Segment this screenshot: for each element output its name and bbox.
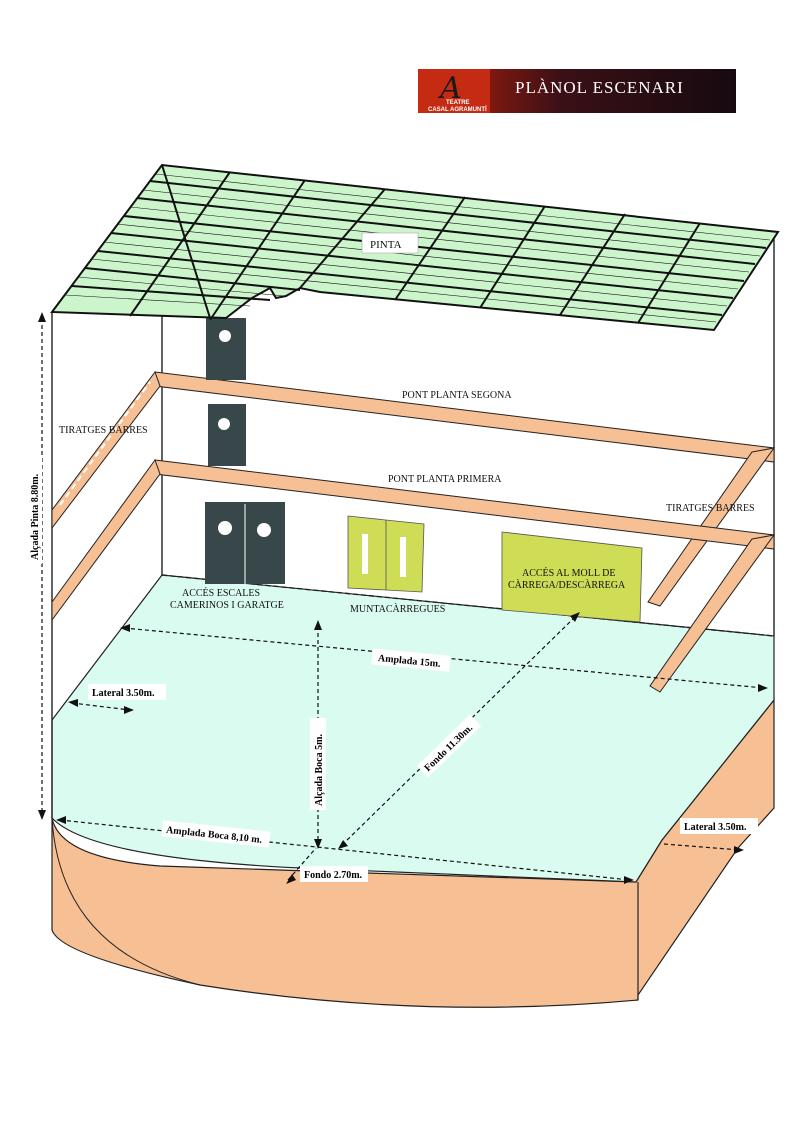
tiratges-bar-left bbox=[59, 381, 151, 506]
label-bridge-first: PONT PLANTA PRIMERA bbox=[388, 474, 502, 485]
label-access-stairs-1: ACCÉS ESCALES bbox=[182, 587, 260, 599]
freight-lift-doors bbox=[347, 515, 425, 593]
label-pinta: PINTA bbox=[370, 239, 402, 251]
grid-pinta: PINTA bbox=[50, 163, 780, 332]
label-tiratges-left: TIRATGES BARRES bbox=[59, 425, 148, 436]
logo-line-casal: CASAL AGRAMUNTÍ bbox=[428, 105, 487, 113]
dim-lateral-left: Lateral 3.50m. bbox=[88, 684, 166, 700]
loading-dock-access bbox=[501, 531, 643, 623]
header-banner: A TEATRE CASAL AGRAMUNTÍ PLÀNOL ESCENARI bbox=[418, 69, 736, 113]
label-tiratges-right: TIRATGES BARRES bbox=[666, 503, 755, 514]
dim-text-lateral-left: Lateral 3.50m. bbox=[92, 688, 155, 699]
dim-alcada-pinta: Alçada Pinta 8.80m. bbox=[26, 456, 42, 564]
dim-text-fondo-proscenium: Fondo 2.70m. bbox=[304, 870, 363, 881]
dim-alcada-boca: Alçada Boca 5m. bbox=[310, 718, 326, 810]
label-loading-dock-2: CÀRREGA/DESCÀRREGA bbox=[508, 579, 626, 591]
dim-text-alcada-pinta: Alçada Pinta 8.80m. bbox=[30, 473, 41, 560]
dim-fondo-proscenium: Fondo 2.70m. bbox=[300, 866, 368, 882]
label-bridge-second: PONT PLANTA SEGONA bbox=[402, 390, 512, 401]
dim-text-lateral-right: Lateral 3.50m. bbox=[684, 822, 747, 833]
apron-front bbox=[51, 698, 775, 1008]
stage-floor bbox=[51, 574, 775, 883]
dim-amplada: Amplada 15m. bbox=[371, 648, 451, 672]
dimension-arrows bbox=[38, 312, 768, 884]
dim-lateral-right: Lateral 3.50m. bbox=[680, 818, 758, 834]
door-upper-3 bbox=[206, 318, 246, 380]
label-loading-dock-1: ACCÉS AL MOLL DE bbox=[522, 567, 615, 579]
label-freight-lift: MUNTACÀRREGUES bbox=[350, 603, 445, 615]
dim-text-alcada-boca: Alçada Boca 5m. bbox=[314, 734, 325, 806]
bridge-first-floor bbox=[51, 458, 776, 693]
label-access-stairs-2: CAMERINOS I GARATGE bbox=[170, 600, 284, 611]
page-title: PLÀNOL ESCENARI bbox=[515, 78, 684, 97]
door-stairs-dressing-rooms bbox=[205, 502, 285, 584]
logo-line-teatre: TEATRE bbox=[446, 100, 470, 106]
logo-letter: A bbox=[437, 71, 462, 106]
door-upper-2 bbox=[208, 404, 246, 466]
